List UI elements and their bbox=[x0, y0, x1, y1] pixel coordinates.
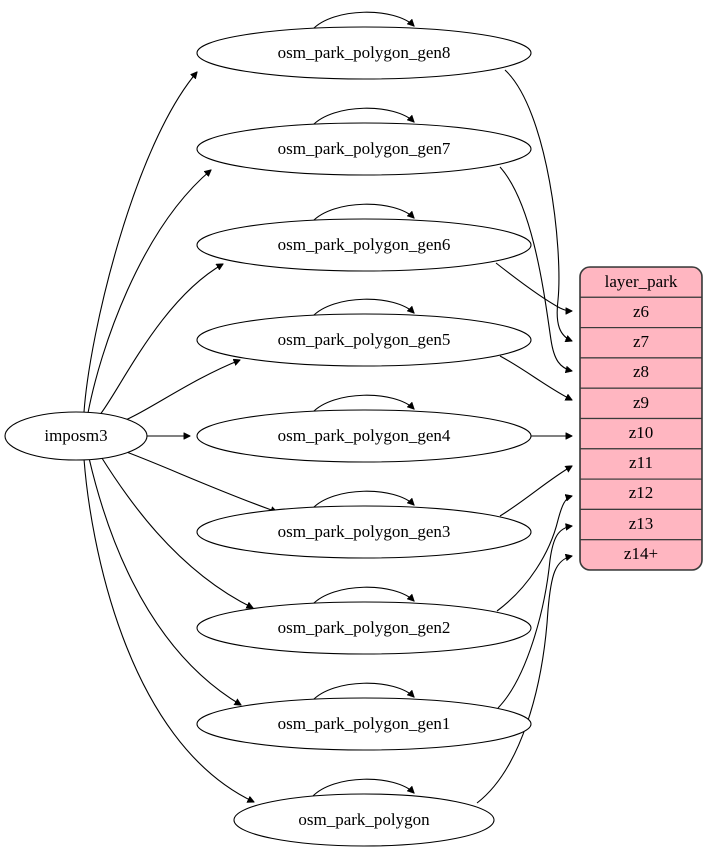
osm-park-polygon-gen6-ellipse[interactable] bbox=[196, 218, 532, 272]
layer-park-row-z11[interactable] bbox=[580, 448, 702, 480]
layer-park-label-z10: z10 bbox=[629, 423, 654, 442]
self-loop-gen2 bbox=[311, 586, 414, 606]
layer-park-label-z8: z8 bbox=[633, 362, 649, 381]
layer-park-row-z9[interactable] bbox=[580, 387, 702, 420]
node-osm_park_polygon_gen4[interactable]: osm_park_polygon_gen4 bbox=[196, 409, 532, 463]
layer-park-label-z7: z7 bbox=[633, 332, 650, 351]
edge-gen6-to-z6 bbox=[495, 262, 572, 311]
node-osm_park_polygon_gen2[interactable]: osm_park_polygon_gen2 bbox=[196, 601, 532, 655]
osm-park-polygon-gen6-label: osm_park_polygon_gen6 bbox=[278, 235, 451, 254]
osm-park-polygon-gen8-ellipse[interactable] bbox=[196, 26, 532, 80]
osm-park-polygon-gen3-ellipse[interactable] bbox=[196, 505, 532, 559]
edge-imposm3-to-gen2 bbox=[99, 454, 253, 608]
osm-park-polygon-gen2-label: osm_park_polygon_gen2 bbox=[278, 618, 451, 637]
layer-park-label-z14plus: z14+ bbox=[624, 544, 658, 563]
edge-imposm3-to-gen5 bbox=[120, 360, 240, 423]
edges-from-imposm3 bbox=[83, 72, 277, 802]
self-loop-gen4 bbox=[311, 394, 414, 414]
node-osm_park_polygon_gen5[interactable]: osm_park_polygon_gen5 bbox=[196, 313, 532, 367]
self-loop-osm-park-polygon bbox=[311, 778, 414, 798]
layer-park-outline bbox=[579, 266, 703, 571]
edge-imposm3-to-gen1 bbox=[88, 457, 241, 705]
edge-gen2-to-z12 bbox=[496, 496, 572, 612]
edge-imposm3-to-gen6 bbox=[98, 264, 223, 417]
node-imposm3[interactable]: imposm3 bbox=[4, 411, 148, 461]
self-loop-edges bbox=[311, 11, 414, 798]
layer-park-row-z13[interactable] bbox=[580, 508, 702, 541]
osm-park-polygon-gen5-ellipse[interactable] bbox=[196, 313, 532, 367]
layer-park-label-z6: z6 bbox=[633, 302, 649, 321]
osm-park-polygon-gen7-label: osm_park_polygon_gen7 bbox=[278, 139, 451, 158]
osm-park-polygon-gen8-label: osm_park_polygon_gen8 bbox=[278, 43, 451, 62]
self-loop-gen5 bbox=[311, 298, 414, 318]
layer-park-row-z10[interactable] bbox=[580, 417, 702, 450]
osm-park-polygon-gen4-label: osm_park_polygon_gen4 bbox=[278, 426, 451, 445]
node-osm_park_polygon_gen7[interactable]: osm_park_polygon_gen7 bbox=[196, 122, 532, 176]
layer-park-row-z12[interactable] bbox=[580, 478, 702, 511]
osm-park-polygon-gen5-label: osm_park_polygon_gen5 bbox=[278, 330, 451, 349]
edge-gen5-to-z9 bbox=[499, 355, 572, 400]
edge-gen1-to-z13 bbox=[497, 526, 572, 709]
self-loop-gen6 bbox=[311, 203, 414, 223]
node-osm_park_polygon_gen8[interactable]: osm_park_polygon_gen8 bbox=[196, 26, 532, 80]
imposm3-label: imposm3 bbox=[44, 426, 107, 445]
osm-park-polygon-gen1-ellipse[interactable] bbox=[196, 697, 532, 751]
osm-park-polygon-gen2-ellipse[interactable] bbox=[196, 601, 532, 655]
edge-imposm3-to-gen3 bbox=[120, 449, 277, 512]
self-loop-gen1 bbox=[311, 682, 414, 702]
self-loop-gen7 bbox=[311, 107, 414, 127]
node-osm_park_polygon_gen1[interactable]: osm_park_polygon_gen1 bbox=[196, 697, 532, 751]
layer-park-table[interactable]: layer_park z6 z7 z8 z9 z10 z11 z12 z13 z… bbox=[579, 266, 703, 571]
edge-imposm3-to-gen7 bbox=[87, 170, 211, 414]
imposm3-ellipse[interactable] bbox=[4, 411, 148, 461]
osm-park-polygon-gen7-ellipse[interactable] bbox=[196, 122, 532, 176]
osm-park-polygon-gen3-label: osm_park_polygon_gen3 bbox=[278, 522, 451, 541]
layer-park-label-z13: z13 bbox=[629, 514, 654, 533]
node-osm_park_polygon[interactable]: osm_park_polygon bbox=[233, 793, 495, 847]
edge-gen8-to-z7 bbox=[504, 69, 572, 341]
osm-park-polygon-label: osm_park_polygon bbox=[298, 810, 430, 829]
layer-park-row-z14plus[interactable] bbox=[580, 539, 702, 570]
osm-park-polygon-ellipse[interactable] bbox=[233, 793, 495, 847]
edge-gen3-to-z11 bbox=[499, 466, 572, 517]
self-loop-gen3 bbox=[311, 490, 414, 510]
edge-imposm3-to-gen8 bbox=[83, 72, 197, 413]
edge-imposm3-to-osm-park-polygon bbox=[83, 458, 254, 802]
layer-park-row-z7[interactable] bbox=[580, 327, 702, 359]
layer-park-label-z11: z11 bbox=[629, 453, 653, 472]
edge-gen7-to-z8 bbox=[499, 166, 572, 371]
osm-park-polygon-gen4-ellipse[interactable] bbox=[196, 409, 532, 463]
edges-to-layer-park bbox=[476, 69, 572, 804]
edge-osm-park-polygon-to-z14 bbox=[476, 556, 572, 804]
layer-park-label-z9: z9 bbox=[633, 393, 649, 412]
node-osm_park_polygon_gen6[interactable]: osm_park_polygon_gen6 bbox=[196, 218, 532, 272]
layer-park-header-label: layer_park bbox=[605, 272, 678, 291]
node-osm_park_polygon_gen3[interactable]: osm_park_polygon_gen3 bbox=[196, 505, 532, 559]
self-loop-gen8 bbox=[311, 11, 414, 31]
layer-park-label-z12: z12 bbox=[629, 483, 654, 502]
osm-park-polygon-gen1-label: osm_park_polygon_gen1 bbox=[278, 714, 451, 733]
